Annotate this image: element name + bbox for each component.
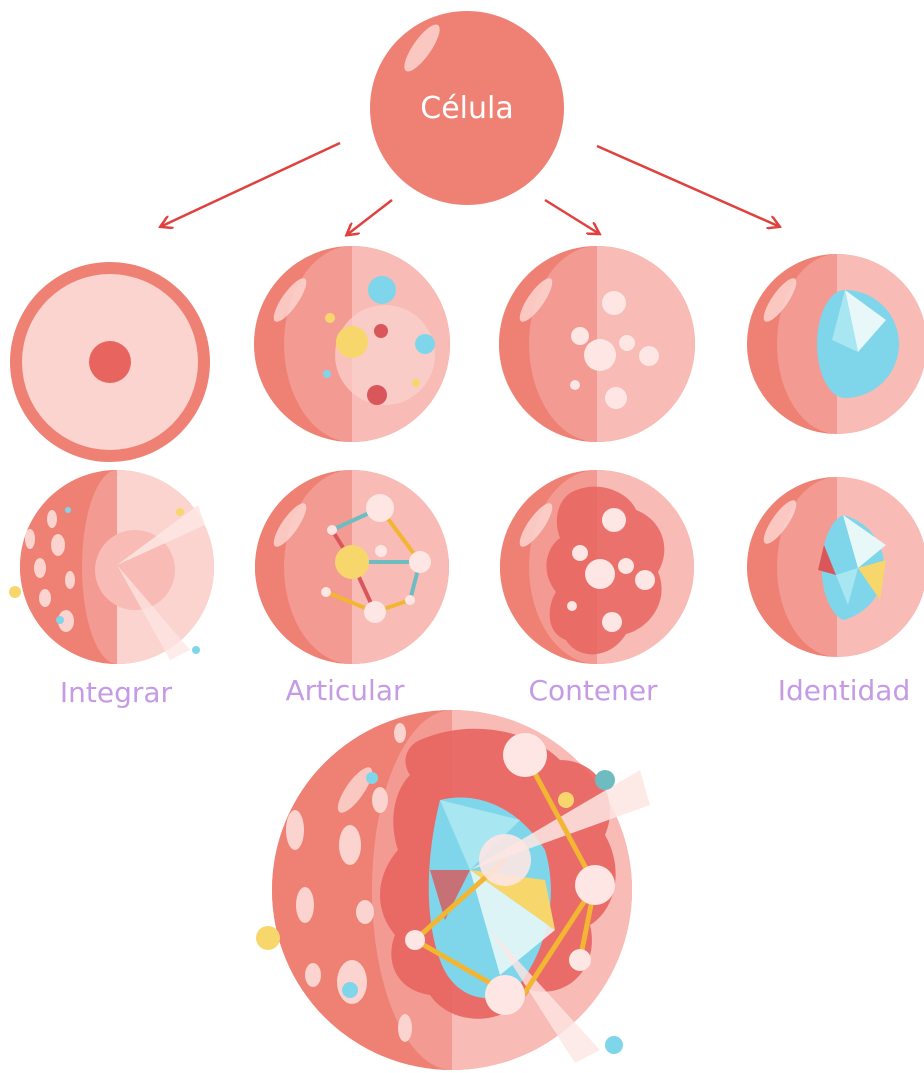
label-articular: Articular (285, 674, 405, 707)
root-cell-label: Célula (420, 91, 513, 126)
arrow-to-integrar (162, 143, 340, 226)
arrow-to-contener (545, 200, 598, 233)
articular-cell-section (254, 246, 450, 442)
root-cell: Célula (370, 11, 564, 205)
arrow-to-articular (348, 200, 392, 234)
combined-cell (256, 710, 650, 1070)
identidad-cell-crystal (747, 477, 924, 657)
label-contener: Contener (528, 674, 658, 707)
label-integrar: Integrar (60, 676, 173, 709)
integrar-cell-section (9, 470, 214, 664)
contener-cell-section (499, 246, 695, 442)
arrow-to-identidad (597, 146, 778, 226)
identidad-cell-section (747, 254, 924, 434)
integrar-cell-outline (10, 262, 210, 462)
contener-cell-membrane (500, 470, 694, 664)
label-identidad: Identidad (778, 674, 910, 707)
articular-cell-network (255, 470, 449, 664)
